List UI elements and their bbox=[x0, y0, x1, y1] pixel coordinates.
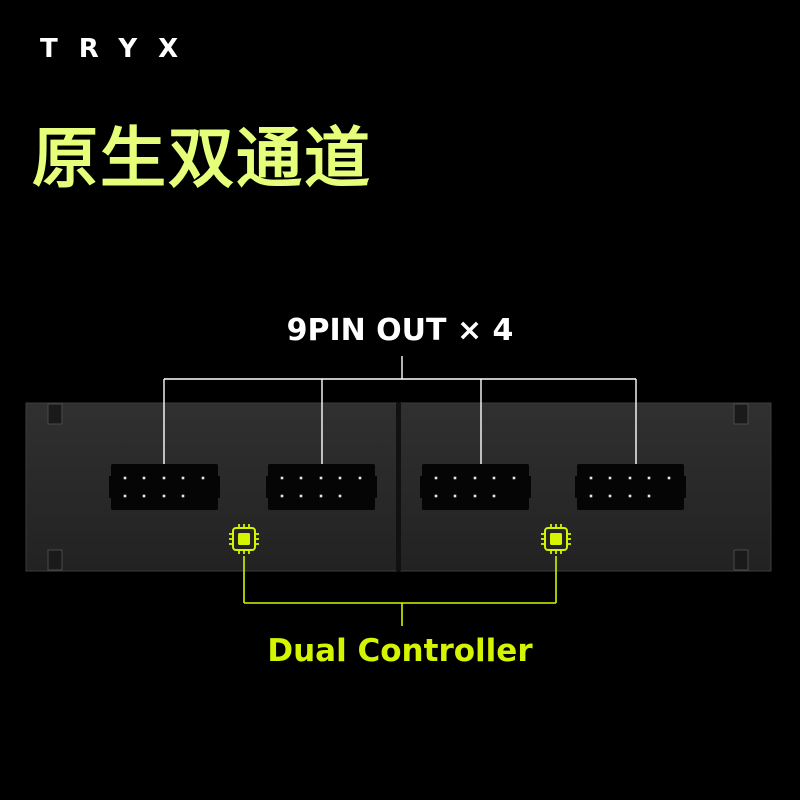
pin-output-label: 9PIN OUT × 4 bbox=[286, 313, 514, 348]
pin-header-connector bbox=[420, 464, 531, 510]
chip-icon bbox=[229, 524, 259, 554]
pin-header-connector bbox=[109, 464, 220, 510]
pin-bracket-lines bbox=[163, 356, 637, 471]
chip-icon bbox=[541, 524, 571, 554]
panel-seam bbox=[396, 403, 401, 571]
corner-tabs bbox=[47, 403, 749, 571]
pin-connectors bbox=[109, 464, 686, 510]
pin-header-connector bbox=[266, 464, 377, 510]
controller-bracket-lines bbox=[243, 556, 557, 626]
dual-controller-label: Dual Controller bbox=[267, 633, 533, 669]
brand-logo: TRYX bbox=[40, 34, 200, 64]
headline: 原生双通道 bbox=[32, 120, 372, 197]
pin-header-connector bbox=[575, 464, 686, 510]
